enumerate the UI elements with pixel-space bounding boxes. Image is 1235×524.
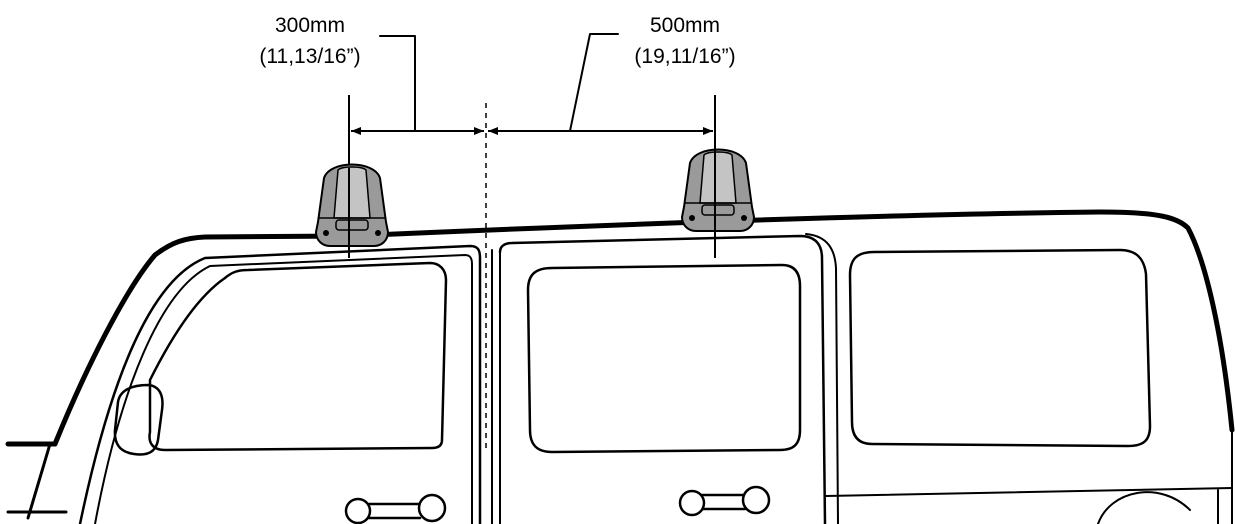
side-mirror-icon: [113, 383, 164, 456]
roof-rack-foot-icon: [315, 163, 389, 247]
front-dimension-metric: 300mm: [275, 14, 345, 37]
rear-dimension-metric: 500mm: [650, 14, 720, 37]
front-dimension-leader: [379, 35, 416, 132]
roof-rack-foot-icon: [681, 148, 755, 232]
rear-door-window: [526, 263, 802, 454]
rear-quarter-window: [848, 248, 1152, 448]
vehicle-outline: [5, 209, 1235, 524]
front-door-window: [148, 261, 448, 452]
front-door-handle: [344, 493, 447, 524]
rear-door-handle: [678, 485, 771, 517]
rear-dimension-leader: [569, 33, 619, 132]
front-dimension-imperial: (11,13/16”): [259, 45, 360, 68]
rear-dimension-imperial: (19,11/16”): [634, 45, 735, 68]
